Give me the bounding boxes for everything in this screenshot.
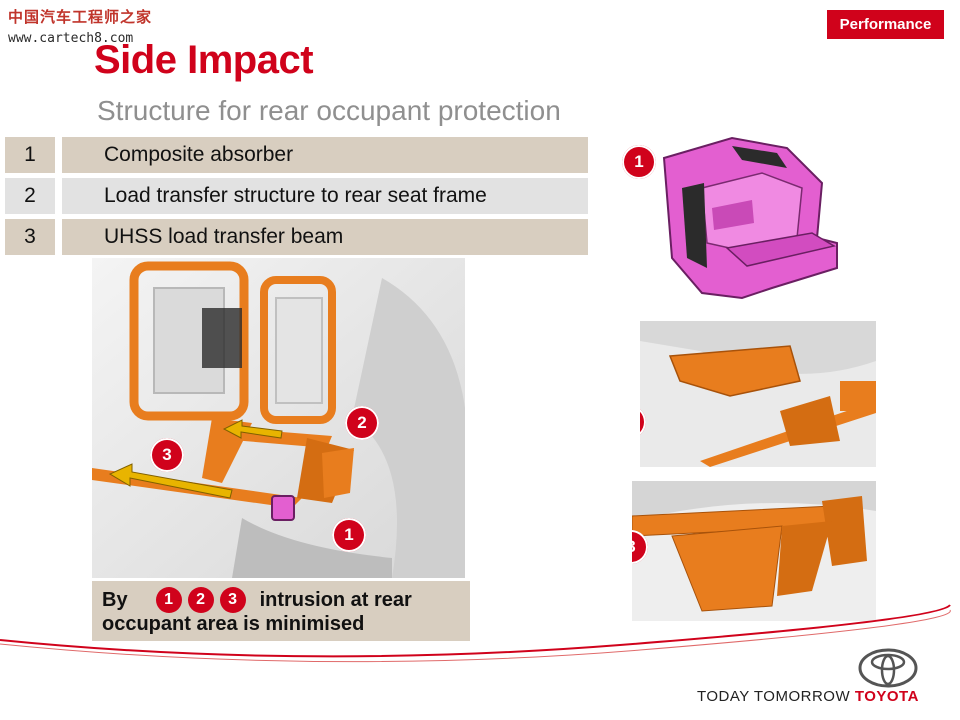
absorber-illustration: 1 bbox=[612, 128, 852, 318]
watermark-site-name: 中国汽车工程师之家 bbox=[8, 8, 153, 26]
watermark-url: www.cartech8.com bbox=[8, 31, 134, 46]
performance-badge: Performance bbox=[827, 10, 944, 39]
caption-line-1: intrusion at rear bbox=[259, 588, 412, 611]
marker-1: 1 bbox=[332, 518, 366, 552]
item-label: Load transfer structure to rear seat fra… bbox=[62, 178, 588, 214]
toyota-logo-icon bbox=[858, 648, 918, 688]
item-number: 1 bbox=[5, 137, 55, 173]
page-subtitle: Structure for rear occupant protection bbox=[97, 95, 561, 126]
caption-by: By bbox=[102, 588, 128, 611]
footer-swoosh bbox=[0, 604, 951, 663]
marker-3: 3 bbox=[150, 438, 184, 472]
footer-brand: TOYOTA bbox=[854, 688, 919, 705]
caption-dot-3: 3 bbox=[219, 587, 246, 613]
item-row-3: 3 UHSS load transfer beam bbox=[5, 219, 588, 255]
item-number: 3 bbox=[5, 219, 55, 255]
item-label: Composite absorber bbox=[62, 137, 588, 173]
caption-dot-2: 2 bbox=[187, 587, 214, 613]
caption-line-2: occupant area is minimised bbox=[102, 613, 365, 635]
marker-2-photo: 2 bbox=[640, 405, 646, 439]
main-structure-photo: 3 2 1 bbox=[92, 258, 465, 578]
item-row-2: 2 Load transfer structure to rear seat f… bbox=[5, 178, 588, 214]
page-title: Side Impact bbox=[94, 38, 314, 82]
uhss-beam-photo: 3 bbox=[632, 481, 876, 621]
caption-box: By 1 2 3 intrusion at rear occupant area… bbox=[92, 581, 470, 641]
marker-1-absorber: 1 bbox=[622, 145, 656, 179]
item-number: 2 bbox=[5, 178, 55, 214]
caption-dot-1: 1 bbox=[155, 587, 182, 613]
marker-2: 2 bbox=[345, 406, 379, 440]
item-row-1: 1 Composite absorber bbox=[5, 137, 588, 173]
footer-slogan: TODAY TOMORROW bbox=[697, 688, 851, 705]
marker-3-photo: 3 bbox=[632, 530, 648, 564]
item-label: UHSS load transfer beam bbox=[62, 219, 588, 255]
load-transfer-photo: 2 bbox=[640, 321, 876, 467]
footer-tagline: TODAY TOMORROW TOYOTA bbox=[697, 688, 919, 705]
